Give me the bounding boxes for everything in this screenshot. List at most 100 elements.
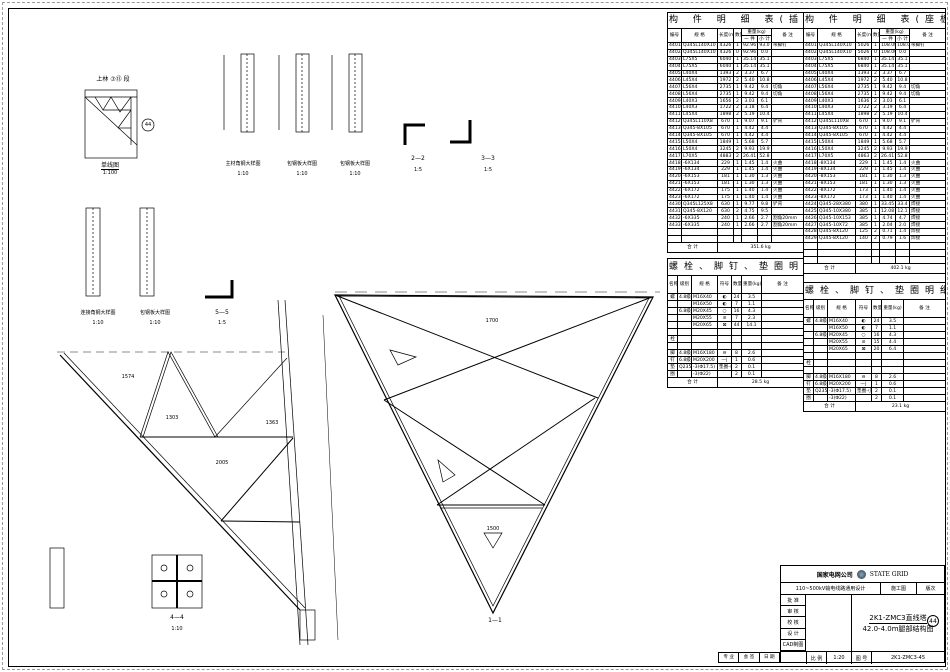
table-cell: 4405: [803, 69, 818, 78]
table-cell: -6X134: [681, 166, 718, 174]
table-cell: 9.42: [879, 90, 896, 99]
empty-cell: [757, 234, 772, 243]
table-cell: L45X4: [817, 110, 856, 119]
table-cell: 1: [871, 193, 880, 202]
table-cell: —|: [855, 380, 872, 388]
table-cell: [803, 352, 814, 360]
table-cell: 4420: [803, 172, 818, 181]
column-header: 一 件: [741, 35, 758, 43]
table-cell: 1.30: [879, 179, 896, 188]
table-cell: Q345-10X72: [817, 221, 856, 230]
table-cell: [770, 48, 805, 57]
table-cell: 9.07: [879, 117, 896, 126]
single-line-title: 单线图: [100, 160, 120, 170]
table-cell: 2: [871, 234, 880, 243]
table-cell: 火曲: [770, 166, 805, 174]
table-cell: M20X200: [827, 380, 856, 388]
table-cell: 3245: [855, 145, 872, 154]
table-cell: 1.4: [895, 166, 910, 174]
table-cell: 385: [855, 214, 872, 223]
table-title: 构 件 明 细 表(插入式): [666, 12, 805, 29]
table-cell: 4410: [803, 104, 818, 112]
total-value: 23.1 kg: [854, 401, 947, 412]
table-cell: 35.14: [879, 62, 896, 71]
table-cell: Q345-10X153: [817, 214, 856, 223]
table-cell: 2: [731, 370, 742, 378]
table-cell: 4416: [803, 145, 818, 154]
table-cell: [908, 131, 947, 140]
empty-cell: [895, 248, 910, 257]
table-cell: Q345L125X8: [681, 200, 718, 209]
table-cell: [760, 356, 805, 364]
table-cell: 0.79: [879, 234, 896, 243]
table-cell: 切角: [770, 83, 805, 92]
table-cell: 焊接: [908, 221, 947, 230]
table-cell: 4422: [667, 186, 682, 195]
table-cell: 火曲: [770, 193, 805, 202]
table-cell: [908, 152, 947, 161]
table-cell: 4415: [803, 138, 818, 147]
table-cell: 10.8: [757, 76, 772, 85]
empty-cell: [817, 255, 856, 264]
countersign-date: 日 期: [763, 655, 775, 660]
scale-label: 1:5: [217, 320, 227, 326]
table-cell: 2: [871, 387, 882, 395]
table-cell: 垫圈-小垫: [855, 387, 872, 395]
signature-role: CAD制图: [781, 639, 806, 651]
table-cell: 4.42: [879, 131, 896, 140]
table-cell: [908, 110, 947, 119]
table-cell: 670: [717, 117, 734, 126]
table-cell: [902, 345, 947, 353]
table-cell: 2735: [855, 83, 872, 92]
table-cell: 3.5: [741, 293, 762, 301]
table-cell: 4427: [803, 221, 818, 230]
table-cell: -8X153: [817, 172, 856, 181]
table-cell: 1: [871, 179, 880, 188]
table-cell: 4411: [667, 110, 682, 119]
table-cell: 1849: [855, 138, 872, 147]
table-cell: [770, 131, 805, 140]
table-cell: 9.4: [895, 90, 910, 99]
table-cell: 1: [733, 124, 742, 133]
table-cell: 2: [733, 152, 742, 161]
table-cell: 1: [733, 200, 742, 209]
table-cell: 7: [731, 314, 742, 322]
table-cell: 1: [871, 200, 880, 209]
table-cell: -3(Φ17.5): [827, 387, 856, 395]
countersign-box: 专 业 会 签 日 期: [718, 652, 780, 663]
table-cell: 1: [871, 55, 880, 64]
section-1-1-title: 1—1: [488, 617, 502, 624]
table-cell: 9.4: [757, 90, 772, 99]
table-cell: 1: [871, 124, 880, 133]
table-cell: 2: [871, 104, 880, 112]
table-cell: [770, 145, 805, 154]
table-cell: [855, 359, 872, 367]
table-cell: 0.0: [895, 48, 910, 57]
table-cell: 2: [871, 97, 880, 106]
table-cell: [902, 317, 947, 325]
table-cell: [813, 366, 828, 374]
table-cell: Q345L140X10: [681, 42, 718, 50]
table-cell: 1.45: [879, 166, 896, 174]
table-cell: 切角: [770, 90, 805, 99]
part-number-circle: 44: [144, 122, 152, 128]
section-5-5-title: 5—5: [215, 309, 229, 316]
table-cell: M16X180: [691, 349, 718, 357]
table-cell: 9.77: [741, 200, 758, 209]
table-cell: 4408: [667, 90, 682, 99]
table-cell: 9.93: [741, 145, 758, 154]
table-cell: 1: [871, 42, 880, 50]
table-cell: [731, 342, 742, 350]
